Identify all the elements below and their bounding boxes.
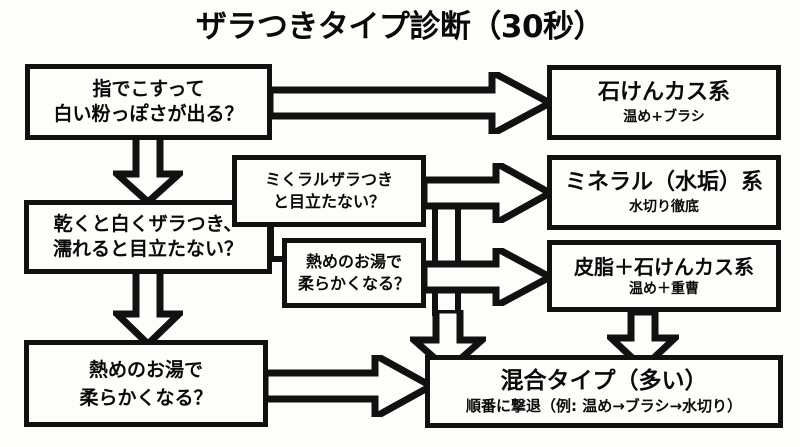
node-result-title: ミネラル（水垢）系 bbox=[564, 169, 763, 195]
node-result-subtitle: 順番に撃退（例: 温め→ブラシ→水切り） bbox=[465, 396, 743, 415]
connector-mid-bus-left bbox=[432, 186, 438, 316]
arrow-q2-to-q3 bbox=[113, 270, 183, 346]
node-line-2: と目立たない？ bbox=[272, 192, 385, 211]
node-result-subtitle: 温め+ブラシ bbox=[623, 108, 705, 125]
node-result-soap-scum[interactable]: 石けんカス系 温め+ブラシ bbox=[547, 65, 781, 140]
node-question-hot-water-soften[interactable]: 熱めのお湯で 柔らかくなる？ bbox=[282, 238, 426, 308]
node-line-1: ミくラルザラつき bbox=[264, 170, 393, 189]
arrow-q3-to-r4 bbox=[265, 355, 433, 417]
node-line-2: 柔らかくなる？ bbox=[79, 386, 213, 409]
node-question-hot-water[interactable]: 熱めのお湯で 柔らかくなる？ bbox=[24, 340, 268, 427]
node-result-title: 皮脂＋石けんカス系 bbox=[574, 254, 754, 279]
node-result-mineral[interactable]: ミネラル（水垢）系 水切り徹底 bbox=[547, 155, 781, 230]
node-line-2: 濡れると目立たない？ bbox=[52, 238, 243, 260]
node-result-sebum-soap-scum[interactable]: 皮脂＋石けんカス系 温め＋重曹 bbox=[547, 240, 781, 312]
node-line-1: 熱めのお湯で bbox=[88, 358, 203, 381]
connector-mid-bus-right bbox=[455, 186, 461, 316]
node-result-title: 石けんカス系 bbox=[597, 79, 730, 105]
connector-q2-right-stub-lower bbox=[268, 256, 284, 262]
node-result-title: 混合タイプ（多い） bbox=[500, 367, 708, 394]
arrow-q5-to-r3 bbox=[424, 248, 552, 306]
node-line-2: 白い粉っぽさが出る？ bbox=[53, 103, 244, 125]
node-result-subtitle: 水切り徹底 bbox=[629, 198, 699, 215]
arrow-r3-to-r4 bbox=[607, 312, 679, 370]
node-line-1: 熱めのお湯で bbox=[305, 252, 402, 271]
arrow-q1-to-r1 bbox=[270, 72, 552, 134]
page-title: ザラつきタイプ診断（30秒） bbox=[195, 9, 605, 45]
node-line-1: 指でこすって bbox=[92, 78, 205, 100]
arrow-q1-to-q2 bbox=[113, 136, 183, 204]
node-line-2: 柔らかくなる？ bbox=[297, 274, 410, 293]
node-question-dry-white[interactable]: 乾くと白くザラつき、 濡れると目立たない？ bbox=[24, 200, 272, 274]
node-result-subtitle: 温め＋重曹 bbox=[629, 280, 699, 297]
node-line-1: 乾くと白くザラつき、 bbox=[53, 213, 243, 235]
arrow-q4-to-r2 bbox=[424, 163, 552, 223]
node-result-mixed-type[interactable]: 混合タイプ（多い） 順番に撃退（例: 温め→ブラシ→水切り） bbox=[425, 355, 783, 428]
node-question-mineral-roughness[interactable]: ミくラルザラつき と目立たない？ bbox=[232, 155, 426, 227]
node-question-powder[interactable]: 指でこすって 白い粉っぽさが出る？ bbox=[25, 64, 272, 140]
